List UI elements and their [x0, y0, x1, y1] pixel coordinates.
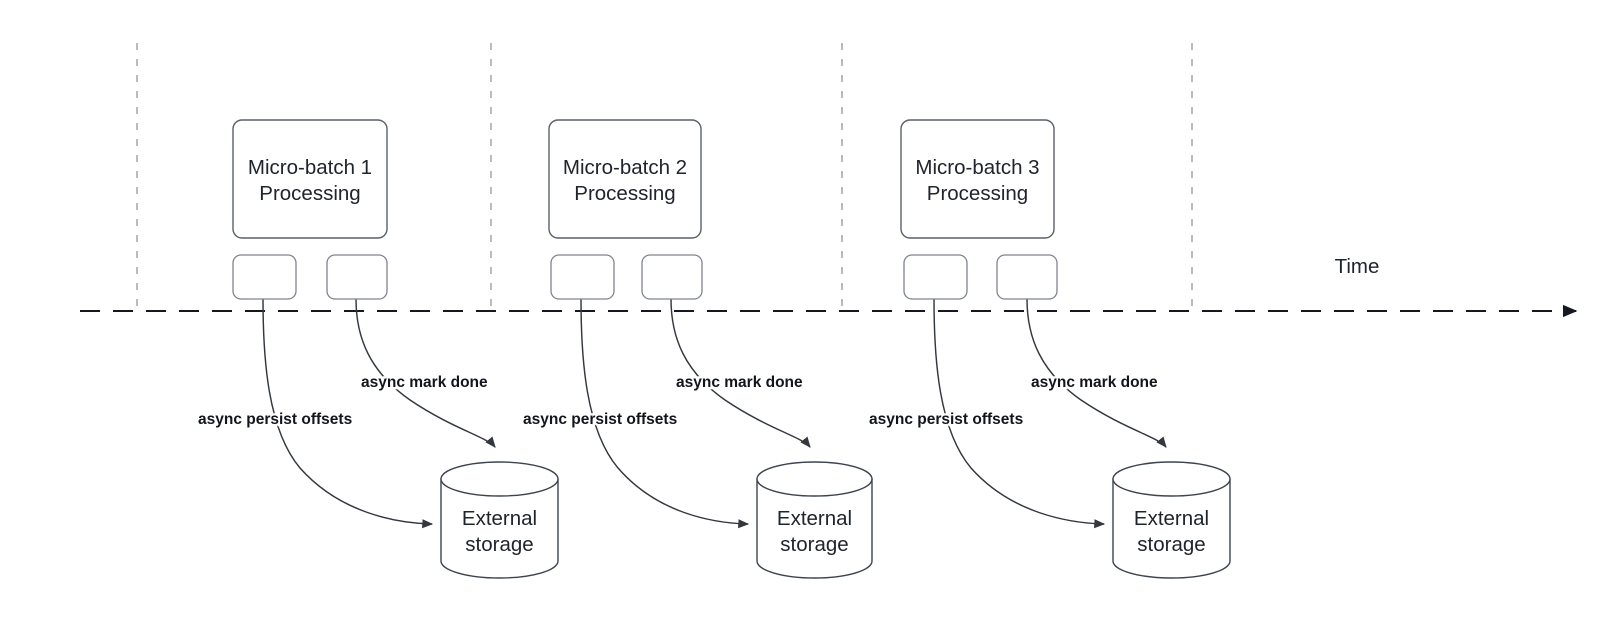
micro-batch-1-commit-marker[interactable] [326, 254, 388, 300]
time-axis: Time [80, 255, 1578, 318]
micro-batch-3-offset-marker[interactable] [903, 254, 968, 300]
micro-batch-3-box[interactable] [900, 119, 1055, 239]
micro-batch-2-async-mark-done-label: async mark done [676, 374, 803, 391]
micro-batch-1-async-mark-done-label: async mark done [361, 374, 488, 391]
micro-batch-3-storage-label-line2: storage [1137, 533, 1205, 556]
micro-batch-1-async-mark-done-arrow [355, 298, 496, 448]
micro-batch-1-offset-marker[interactable] [232, 254, 297, 300]
micro-batch-3-async-persist-offsets-label: async persist offsets [869, 411, 1023, 428]
micro-batch-2-storage-label-line2: storage [780, 533, 848, 556]
micro-batch-1-storage-cylinder-body[interactable] [440, 478, 559, 579]
period-tick-lines [136, 43, 1193, 311]
micro-batch-1-storage-label-line1: External [462, 507, 537, 530]
micro-batch-2-storage-cylinder-top [756, 461, 873, 497]
micro-batch-3-async-mark-done-arrow [1026, 298, 1167, 448]
micro-batch-2-commit-marker[interactable] [641, 254, 703, 300]
micro-batch-3-storage-cylinder-top [1112, 461, 1231, 497]
diagram-nodes [232, 119, 1231, 579]
micro-batch-3-storage-label-line1: External [1134, 507, 1209, 530]
micro-batch-3-async-persist-offsets-arrow [933, 298, 1106, 529]
micro-batch-2-label-line1: Micro-batch 2 [563, 156, 687, 179]
micro-batch-2-offset-marker[interactable] [550, 254, 615, 300]
micro-batch-2-storage-cylinder-body[interactable] [756, 478, 873, 579]
micro-batch-2-async-persist-offsets-arrow [580, 298, 750, 529]
async-flow-edges [262, 298, 1167, 529]
micro-batch-2-async-persist-offsets-label: async persist offsets [523, 411, 677, 428]
micro-batch-2-label-line2: Processing [574, 182, 675, 205]
micro-batch-2-box[interactable] [548, 119, 702, 239]
micro-batch-3-commit-marker[interactable] [996, 254, 1058, 300]
micro-batch-1-storage-label-line2: storage [465, 533, 533, 556]
micro-batch-3-async-mark-done-label: async mark done [1031, 374, 1158, 391]
time-axis-label: Time [1335, 255, 1380, 278]
micro-batch-1-label-line2: Processing [259, 182, 360, 205]
micro-batch-1-box[interactable] [232, 119, 388, 239]
micro-batch-1-async-persist-offsets-arrow [262, 298, 434, 529]
micro-batch-3-label-line2: Processing [927, 182, 1028, 205]
micro-batch-1-async-persist-offsets-label: async persist offsets [198, 411, 352, 428]
micro-batch-1-label-line1: Micro-batch 1 [248, 156, 372, 179]
micro-batch-2-async-mark-done-arrow [670, 298, 811, 448]
micro-batch-1-storage-cylinder-top [440, 461, 559, 497]
micro-batch-3-storage-cylinder-body[interactable] [1112, 478, 1231, 579]
micro-batch-3-label-line1: Micro-batch 3 [915, 156, 1039, 179]
micro-batch-2-storage-label-line1: External [777, 507, 852, 530]
